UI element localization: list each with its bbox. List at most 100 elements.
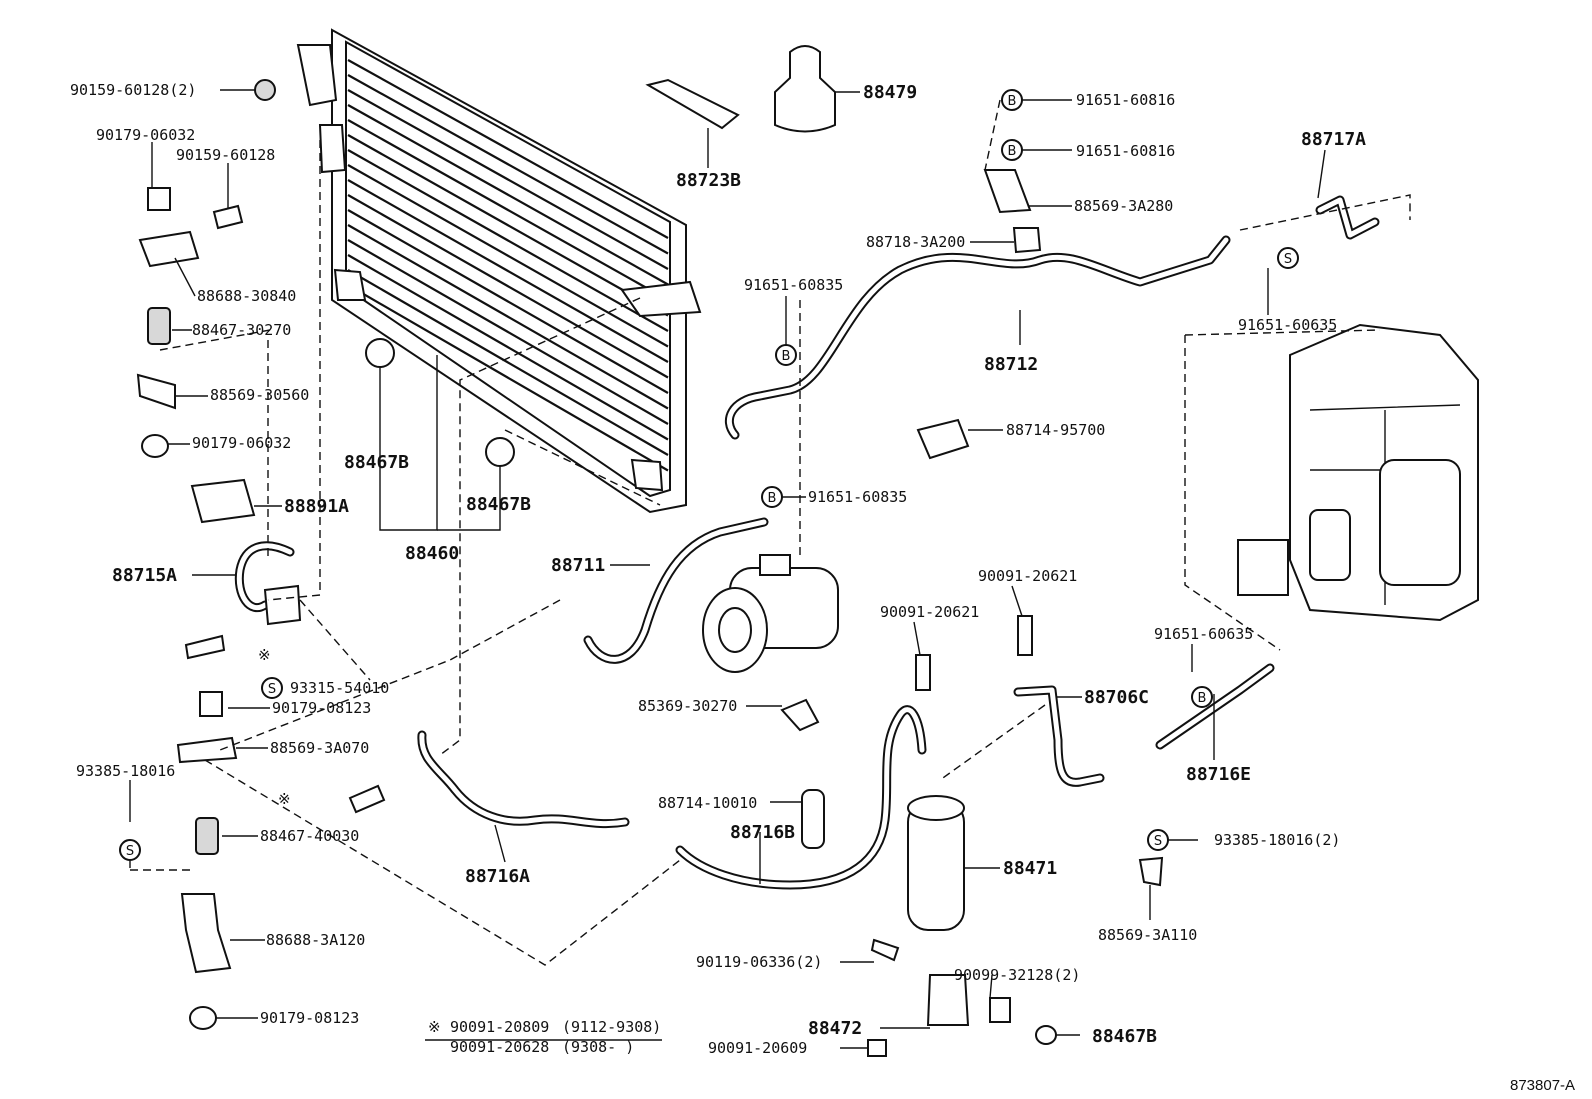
condenser-fin <box>347 224 669 410</box>
s-mark-circle <box>261 677 283 699</box>
condenser-fin <box>347 74 669 255</box>
b-mark-circle <box>1001 89 1023 111</box>
pipes <box>234 195 1380 890</box>
condenser-fin <box>347 134 669 317</box>
part-label: 91651-60635 <box>1154 625 1253 643</box>
condenser-fin <box>347 194 669 379</box>
s-mark: S <box>1284 252 1292 267</box>
condenser-fin <box>347 284 669 472</box>
part-label: 91651-60816 <box>1076 142 1175 160</box>
condenser-fin <box>347 269 669 456</box>
part-label: 88467-30270 <box>192 321 291 339</box>
part-label: 88467B <box>466 494 531 515</box>
footnote: 90091-20809 (9112-9308) 90091-20628 (930… <box>450 1018 661 1056</box>
part-label: 90099-32128(2) <box>954 966 1080 984</box>
condenser-fin <box>347 149 669 332</box>
part-label: 88460 <box>405 543 459 564</box>
part-label: 88891A <box>284 496 349 517</box>
part-label: 88714-10010 <box>658 794 757 812</box>
star-mark: ※ <box>428 1018 441 1036</box>
star-mark: ※ <box>258 646 271 664</box>
b-mark: B <box>1008 94 1017 109</box>
b-mark: B <box>1198 691 1207 706</box>
part-label: 91651-60816 <box>1076 91 1175 109</box>
part-label: 88569-3A070 <box>270 739 369 757</box>
part-label: 88717A <box>1301 129 1366 150</box>
s-mark: S <box>268 682 276 697</box>
part-label: 93385-18016(2) <box>1214 831 1340 849</box>
b-mark-circle <box>775 344 797 366</box>
part-label: 88716A <box>465 866 530 887</box>
part-label: 88569-30560 <box>210 386 309 404</box>
leader-lines <box>129 89 1326 1049</box>
condenser-fin <box>347 164 669 348</box>
condenser-fin <box>347 239 669 425</box>
part-label: 88711 <box>551 555 605 576</box>
part-label: 88714-95700 <box>1006 421 1105 439</box>
part-label: 91651-60635 <box>1238 316 1337 334</box>
condenser-fin <box>347 119 669 301</box>
compressor-drawing <box>702 554 839 673</box>
footnote-range: (9308- ) <box>562 1038 634 1056</box>
s-mark: S <box>126 844 134 859</box>
part-label: 91651-60835 <box>808 488 907 506</box>
part-label: 90091-20609 <box>708 1039 807 1057</box>
part-label: 88716B <box>730 822 795 843</box>
part-label: 90159-60128 <box>176 146 275 164</box>
part-label: 93385-18016 <box>76 762 175 780</box>
components <box>136 45 1479 1057</box>
condenser-fin <box>347 179 669 363</box>
b-mark: B <box>782 349 791 364</box>
b-mark: B <box>1008 144 1017 159</box>
part-label: 88569-3A280 <box>1074 197 1173 215</box>
part-label: 88688-3A120 <box>266 931 365 949</box>
b-mark-circle <box>1191 686 1213 708</box>
condenser-fin <box>347 104 669 286</box>
part-label: 88479 <box>863 82 917 103</box>
part-label: 85369-30270 <box>638 697 737 715</box>
part-label: 88467B <box>344 452 409 473</box>
part-label: 90119-06336(2) <box>696 953 822 971</box>
part-label: 90091-20621 <box>880 603 979 621</box>
part-label: 88467-40030 <box>260 827 359 845</box>
part-label: 88712 <box>984 354 1038 375</box>
s-mark: S <box>1154 834 1162 849</box>
part-label: 90159-60128(2) <box>70 81 196 99</box>
part-label: 90179-08123 <box>260 1009 359 1027</box>
evaporator-drawing <box>1237 323 1479 622</box>
part-label: 88706C <box>1084 687 1149 708</box>
circled-marks: B B B B B S S S S ※ ※ ※ <box>119 89 1299 1036</box>
s-mark-circle <box>119 839 141 861</box>
reference-lines <box>129 99 1411 966</box>
b-mark-circle <box>761 486 783 508</box>
star-mark: ※ <box>278 790 291 808</box>
condenser-drawing <box>296 28 702 514</box>
part-label: 90179-06032 <box>192 434 291 452</box>
part-label: 88688-30840 <box>197 287 296 305</box>
footnote-range: (9112-9308) <box>562 1018 661 1036</box>
footnote-part: 90091-20809 <box>450 1018 549 1036</box>
part-label: 91651-60835 <box>744 276 843 294</box>
b-mark: B <box>768 491 777 506</box>
part-label: 88471 <box>1003 858 1057 879</box>
part-label: 88723B <box>676 170 741 191</box>
part-label: 88569-3A110 <box>1098 926 1197 944</box>
diagram-reference-number: 873807-A <box>1510 1077 1575 1094</box>
condenser-fin <box>347 59 669 239</box>
part-label: 88467B <box>1092 1026 1157 1047</box>
condenser-fin <box>347 89 669 270</box>
part-label: 90179-08123 <box>272 699 371 717</box>
b-mark-circle <box>1001 139 1023 161</box>
part-labels: 90159-60128(2) 90179-06032 90159-60128 8… <box>70 81 1366 1057</box>
s-mark-circle <box>1277 247 1299 269</box>
s-mark-circle <box>1147 829 1169 851</box>
condenser-fin <box>347 254 669 441</box>
part-label: 88716E <box>1186 764 1251 785</box>
part-label: 90179-06032 <box>96 126 195 144</box>
part-label: 88472 <box>808 1018 862 1039</box>
part-label: 90091-20621 <box>978 567 1077 585</box>
part-label: 88718-3A200 <box>866 233 965 251</box>
part-label: 88715A <box>112 565 177 586</box>
footnote-part: 90091-20628 <box>450 1038 549 1056</box>
